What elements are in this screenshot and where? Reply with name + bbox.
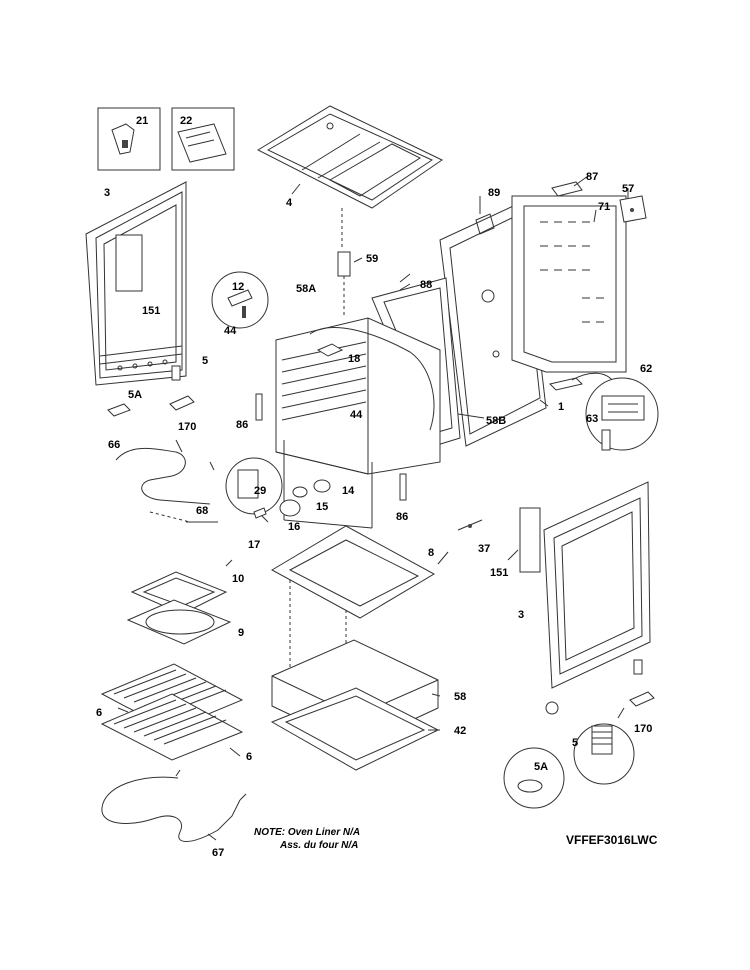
part-label-12: 12 — [232, 281, 244, 293]
part-22-inset — [171, 107, 235, 171]
part-label-89: 89 — [488, 187, 500, 199]
part-29-callout — [225, 457, 283, 515]
bottom-panel — [270, 525, 436, 619]
part-label-14: 14 — [342, 485, 355, 497]
part-label-1: 1 — [558, 401, 564, 413]
part-label-57: 57 — [622, 183, 634, 195]
part-label-4: 4 — [286, 197, 293, 209]
leveling-legs-right — [503, 659, 655, 809]
part-label-29: 29 — [254, 485, 266, 497]
part-label-16: 16 — [288, 521, 300, 533]
part-37 — [457, 519, 483, 531]
part-label-5-left: 5 — [202, 355, 208, 367]
part-label-88: 88 — [420, 279, 432, 291]
part-label-58: 58 — [454, 691, 466, 703]
part-label-68: 68 — [196, 505, 208, 517]
broiler-pan — [126, 571, 232, 645]
part-label-58A: 58A — [296, 283, 316, 295]
oven-racks — [100, 663, 244, 761]
part-label-17: 17 — [248, 539, 260, 551]
part-label-63: 63 — [586, 413, 598, 425]
parts-14-17 — [253, 479, 331, 519]
part-label-18: 18 — [348, 353, 360, 365]
part-label-37: 37 — [478, 543, 490, 555]
oven-liner-note: NOTE: Oven Liner N/A Ass. du four N/A — [254, 826, 360, 852]
part-label-9: 9 — [238, 627, 244, 639]
part-label-170-right: 170 — [634, 723, 652, 735]
part-label-3-right: 3 — [518, 609, 524, 621]
part-label-6-upper: 6 — [96, 707, 102, 719]
part-label-59: 59 — [366, 253, 378, 265]
note-line-1: NOTE: Oven Liner N/A — [254, 827, 361, 838]
part-label-5A-right: 5A — [534, 761, 548, 773]
part-59 — [337, 251, 351, 318]
bake-element — [115, 439, 218, 523]
part-label-21: 21 — [136, 115, 148, 127]
part-label-71: 71 — [598, 201, 610, 213]
leader-lines — [117, 175, 629, 841]
right-side-panel — [519, 481, 651, 689]
top-panel — [256, 105, 443, 209]
part-18 — [316, 343, 344, 357]
broil-element — [101, 769, 247, 842]
part-label-62: 62 — [640, 363, 652, 375]
part-label-151-right: 151 — [490, 567, 508, 579]
part-label-44-center: 44 — [350, 409, 363, 421]
part-label-22: 22 — [180, 115, 192, 127]
rear-cover — [511, 195, 627, 373]
part-label-170-left: 170 — [178, 421, 196, 433]
part-label-8: 8 — [428, 547, 434, 559]
part-label-6-lower: 6 — [246, 751, 252, 763]
model-number: VFFEF3016LWC — [566, 833, 658, 847]
part-label-86-lower: 86 — [396, 511, 408, 523]
part-62-callout — [549, 372, 659, 451]
part-label-66: 66 — [108, 439, 120, 451]
part-label-5A-left: 5A — [128, 389, 142, 401]
hinge-receivers — [255, 393, 407, 501]
part-57 — [619, 195, 647, 223]
part-12-callout — [211, 271, 269, 329]
part-label-42: 42 — [454, 725, 466, 737]
part-21-inset — [97, 107, 161, 171]
part-label-67: 67 — [212, 847, 224, 859]
part-label-10: 10 — [232, 573, 244, 585]
part-label-58B: 58B — [486, 415, 506, 427]
part-label-44-left: 44 — [224, 325, 237, 337]
part-label-151-left: 151 — [142, 305, 160, 317]
part-label-86-upper: 86 — [236, 419, 248, 431]
left-side-panel — [85, 181, 187, 386]
part-label-87: 87 — [586, 171, 598, 183]
note-line-2: Ass. du four N/A — [280, 840, 359, 851]
part-label-3-left: 3 — [104, 187, 110, 199]
oven-liner-and-wrap — [275, 277, 461, 529]
part-label-15: 15 — [316, 501, 328, 513]
part-label-5-right: 5 — [572, 737, 578, 749]
leveling-legs-left — [107, 365, 195, 417]
